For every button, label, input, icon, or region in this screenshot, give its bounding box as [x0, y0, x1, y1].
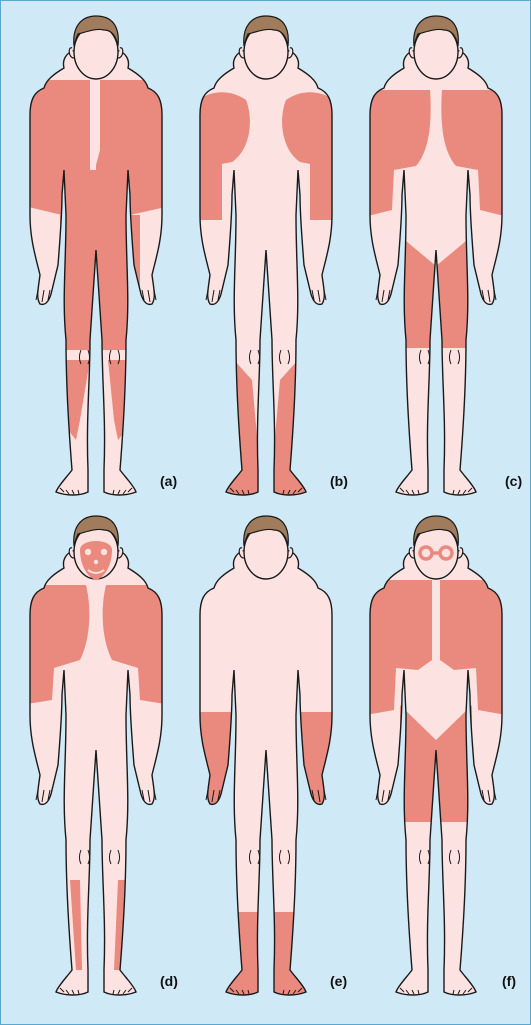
panel-label-f: (f) [502, 973, 516, 989]
figure-d: (d) [20, 516, 178, 995]
figure-c: (c) [360, 16, 522, 495]
figure-e: (e) [190, 516, 347, 1002]
figure-a: (a) [20, 16, 177, 495]
panel-label-a: (a) [160, 473, 177, 489]
panel-label-e: (e) [330, 973, 347, 989]
panel-label-b: (b) [330, 473, 348, 489]
figure-b: (b) [190, 16, 348, 496]
panel-label-c: (c) [505, 473, 522, 489]
figure-f: (f) [360, 516, 516, 995]
panel-label-d: (d) [160, 973, 178, 989]
